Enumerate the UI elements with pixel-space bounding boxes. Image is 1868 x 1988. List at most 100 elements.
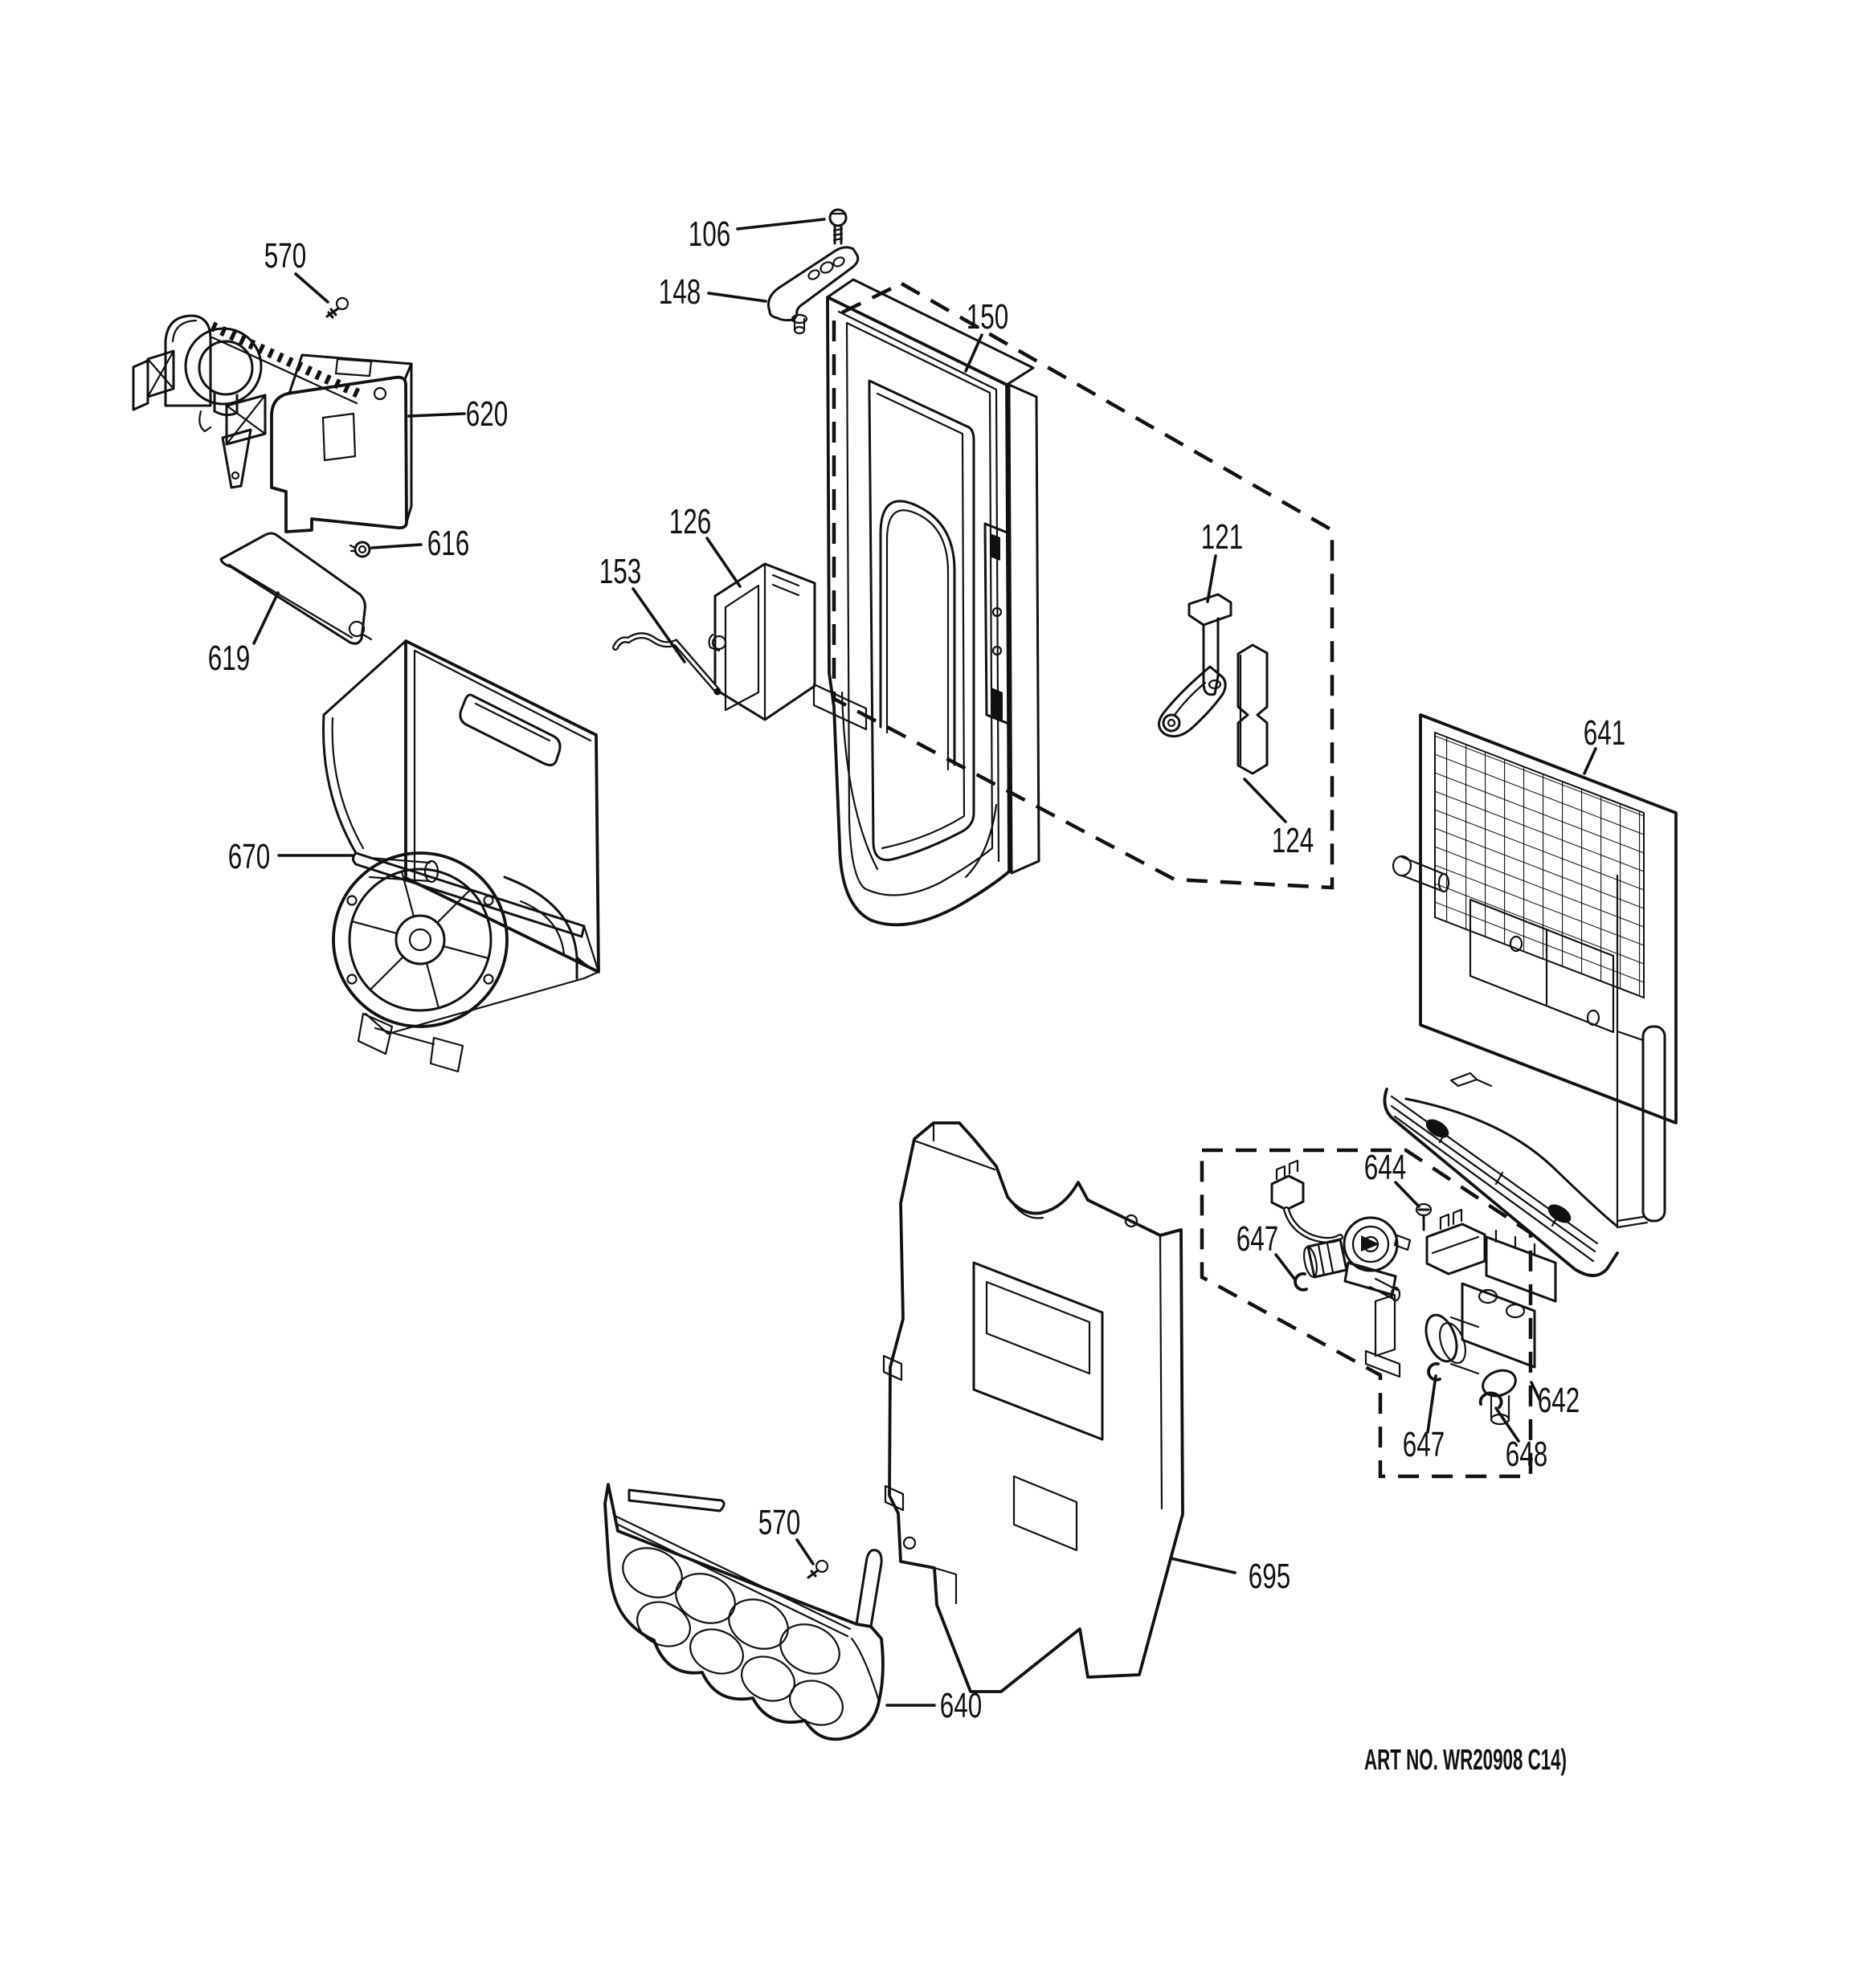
latch-121-shape xyxy=(1173,681,1207,716)
dispenser-mounting-plate-695 xyxy=(882,1121,1184,1693)
ice-tray-640-shape xyxy=(779,1623,840,1675)
callout-label-641-12: 641 xyxy=(1584,713,1626,753)
ice-bucket-670 xyxy=(322,639,600,1073)
dispenser-mounting-plate-695-shape xyxy=(1012,1475,1078,1552)
callout-layer: 5706206166191061481501261531211246706416… xyxy=(208,214,1626,1725)
ice-tray-640-shape xyxy=(689,1628,744,1675)
latch-121 xyxy=(1158,593,1232,738)
evaporator-cover-panel-641-shape xyxy=(1419,713,1678,1125)
callout-leader-644-13 xyxy=(1394,1181,1420,1208)
ice-bucket-670-shape xyxy=(331,716,365,850)
callout-leader-150-6 xyxy=(964,333,983,373)
screw-570-top xyxy=(325,296,349,319)
callout-label-126-7: 126 xyxy=(669,502,712,541)
freezer-door-assembly-150-shape xyxy=(983,522,1012,726)
dispenser-mounting-plate-695-shape xyxy=(972,1261,1104,1441)
ice-maker-assembly-shape xyxy=(373,386,387,401)
ice-bucket-670-shape xyxy=(459,693,562,767)
slide-124-shape xyxy=(1236,643,1269,775)
callout-leader-148-5 xyxy=(707,292,767,303)
bolt-106 xyxy=(828,208,848,245)
ice-tray-640-shape xyxy=(636,1601,691,1647)
screw-644-shape xyxy=(1417,1208,1430,1231)
evaporator-cover-panel-641-shape xyxy=(1434,731,1645,999)
ice-bucket-670-shape xyxy=(503,876,600,980)
ice-bucket-670-shape xyxy=(394,914,446,965)
ice-tray-640-shape xyxy=(622,1547,683,1598)
callout-leader-106-4 xyxy=(736,218,826,231)
bracket-126-shape xyxy=(711,635,727,651)
bracket-126-shape xyxy=(724,584,760,712)
bracket-148-shape xyxy=(820,261,834,274)
callout-leader-620-1 xyxy=(407,412,466,418)
bracket-148-shape xyxy=(832,256,845,267)
water-valve-assembly-642-shape xyxy=(1431,1208,1480,1255)
ice-maker-assembly-shape xyxy=(288,353,413,395)
ice-bucket-670-shape xyxy=(483,974,494,985)
callout-label-620-1: 620 xyxy=(466,394,509,434)
ice-maker-assembly-shape xyxy=(321,412,357,462)
water-valve-assembly-642-shape xyxy=(1425,1313,1458,1363)
dispenser-mounting-plate-695-shape xyxy=(902,1536,917,1550)
bracket-126-shape xyxy=(708,633,721,652)
callout-label-644-13: 644 xyxy=(1364,1148,1407,1187)
bolt-106-shape xyxy=(832,227,844,242)
freezer-door-assembly-150-shape xyxy=(991,606,1003,618)
callout-label-647-16: 647 xyxy=(1403,1425,1445,1464)
callout-leader-570-19 xyxy=(795,1538,815,1565)
water-valve-assembly-642-shape xyxy=(1275,1159,1299,1181)
water-valve-assembly-642-shape xyxy=(1351,1225,1390,1263)
ice-bucket-670-shape xyxy=(408,928,432,952)
water-valve-assembly-642-shape xyxy=(1364,1349,1401,1378)
screw-570-top-shape xyxy=(335,296,349,311)
callout-label-616-2: 616 xyxy=(427,524,470,563)
water-valve-assembly-642-shape xyxy=(1270,1174,1305,1211)
callout-leader-641-12 xyxy=(1583,747,1597,775)
bracket-148 xyxy=(767,246,860,335)
ice-tray-640-shape xyxy=(615,1515,852,1638)
fill-tube-153-shape xyxy=(614,634,719,692)
evaporator-cover-panel-641-shape xyxy=(1400,855,1445,893)
ice-bucket-670-shape xyxy=(322,639,407,855)
callout-leader-616-2 xyxy=(370,543,423,549)
screw-570-bottom-shape xyxy=(815,1559,829,1574)
screw-616-shape xyxy=(349,544,357,553)
evaporator-cover-panel-641-shape xyxy=(1641,1025,1666,1223)
callout-leader-695-18 xyxy=(1169,1557,1236,1574)
ice-maker-assembly-shape xyxy=(184,327,263,406)
ice-bucket-670-shape xyxy=(483,895,494,906)
ice-maker-assembly-shape xyxy=(198,410,212,433)
water-valve-assembly-642-shape xyxy=(1505,1303,1526,1319)
art-number-text: ART NO. WR20908 C14) xyxy=(1364,1743,1567,1776)
freezer-door-assembly-150-shape xyxy=(826,296,1011,927)
ice-bucket-670-shape xyxy=(357,1012,394,1055)
dispenser-mounting-plate-695-shape xyxy=(882,1354,903,1382)
callout-label-148-5: 148 xyxy=(659,272,701,312)
water-valve-assembly-642-shape xyxy=(1317,1242,1335,1276)
bracket-148-shape xyxy=(807,269,820,280)
fill-tube-153-shape xyxy=(713,688,721,696)
screw-570-bottom xyxy=(807,1559,829,1579)
evaporator-cover-panel-641-shape xyxy=(1437,872,1450,893)
evaporator-cover-panel-641-shape xyxy=(1509,935,1523,953)
ice-bucket-670-shape xyxy=(474,702,551,742)
evaporator-cover-panel-641-shape xyxy=(1449,1072,1493,1088)
dispenser-mounting-plate-695-shape xyxy=(1159,1235,1163,1510)
ice-tray-640-shape xyxy=(789,1680,844,1726)
dispenser-mounting-plate-695-shape xyxy=(884,1484,905,1512)
freezer-door-assembly-150 xyxy=(812,278,1040,927)
ice-bucket-670-shape xyxy=(348,867,493,1012)
callout-label-642-15: 642 xyxy=(1538,1381,1580,1420)
ice-bucket-670-shape xyxy=(519,900,566,956)
ice-chute-flap-619-shape xyxy=(227,563,354,639)
water-valve-assembly-642-shape xyxy=(1494,1229,1536,1257)
water-valve-assembly-642-shape xyxy=(1449,1316,1480,1375)
water-valve-assembly-642-shape xyxy=(1485,1235,1557,1303)
clip-648 xyxy=(1478,1391,1503,1409)
ice-maker-assembly xyxy=(132,314,413,533)
latch-121-shape xyxy=(1187,593,1232,627)
ice-chute-flap-619-shape xyxy=(362,633,373,641)
ice-bucket-670-shape xyxy=(429,1036,464,1073)
